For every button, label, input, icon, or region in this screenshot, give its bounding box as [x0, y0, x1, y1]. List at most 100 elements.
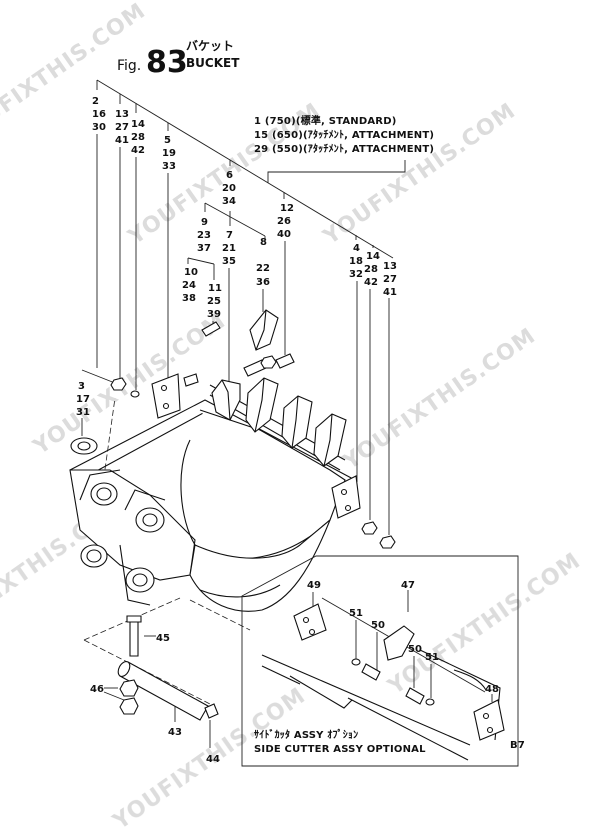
- callout-37: 37: [197, 243, 211, 254]
- bucket-teeth: [211, 309, 347, 467]
- inset-left-cutter: [293, 603, 327, 641]
- callout-2: 2: [92, 96, 99, 107]
- bucket-pin: [117, 661, 209, 721]
- callout-27-right: 27: [383, 274, 397, 285]
- tooth: [245, 377, 279, 433]
- boss-ring: [80, 544, 108, 568]
- lock-washer: [130, 390, 140, 398]
- callout-28-left: 28: [131, 132, 145, 143]
- callout-34: 34: [222, 196, 236, 207]
- boss-ring: [90, 482, 118, 506]
- inset-tooth: [383, 625, 415, 661]
- bolt: [275, 353, 295, 369]
- nut: [110, 377, 127, 391]
- title-en: BUCKET: [186, 56, 240, 70]
- callout-26: 26: [277, 216, 291, 227]
- callout-44: 44: [206, 754, 220, 765]
- variant-notes: 1 (750)(標準, STANDARD) 15 (650)(ｱﾀｯﾁﾒﾝﾄ, …: [254, 114, 434, 155]
- callout-22: 22: [256, 263, 270, 274]
- callout-48: 48: [485, 684, 499, 695]
- left-side-cutter: [151, 373, 181, 419]
- callout-13-right: 13: [383, 261, 397, 272]
- inset-caption-jp: ｻｲﾄﾞｶｯﾀ ASSY ｵﾌﾟｼｮﾝ: [254, 728, 358, 741]
- callout-21: 21: [222, 243, 236, 254]
- callout-30: 30: [92, 122, 106, 133]
- callout-46: 46: [90, 684, 104, 695]
- callout-labels: 2 16 30 13 27 41 14 28 42 5 19 33 6 20 3…: [76, 96, 397, 765]
- callout-42-left: 42: [131, 145, 145, 156]
- callout-51-lower: 51: [425, 652, 439, 663]
- callout-16: 16: [92, 109, 106, 120]
- nut: [260, 355, 277, 369]
- inset-code: B7: [510, 740, 525, 751]
- nut: [379, 535, 396, 549]
- side-cutter-parts: [70, 321, 396, 549]
- boss-ring: [135, 507, 165, 533]
- fig-number: 83: [146, 45, 188, 80]
- callout-45: 45: [156, 633, 170, 644]
- callout-38: 38: [182, 293, 196, 304]
- callout-50-upper: 50: [371, 620, 385, 631]
- callout-6: 6: [226, 170, 233, 181]
- tooth-point: [249, 309, 279, 351]
- callout-32: 32: [349, 269, 363, 280]
- note-attachment-650: 15 (650)(ｱﾀｯﾁﾒﾝﾄ, ATTACHMENT): [254, 128, 434, 141]
- callout-36: 36: [256, 277, 270, 288]
- title-jp: バケット: [186, 39, 234, 53]
- callout-41-left: 41: [115, 135, 129, 146]
- inset-lock-washer: [425, 698, 435, 706]
- callout-18: 18: [349, 256, 363, 267]
- side-cutter-inset: 49 47 51 50 50 51 48: [241, 555, 525, 767]
- callout-42-right: 42: [364, 277, 378, 288]
- nut: [361, 521, 378, 535]
- callout-43: 43: [168, 727, 182, 738]
- nut-and-washer: [119, 679, 139, 715]
- bucket-pin-group: [117, 615, 219, 721]
- leader-lines: [81, 79, 406, 748]
- right-side-cutter: [331, 475, 361, 519]
- callout-50-lower: 50: [408, 644, 422, 655]
- callout-8: 8: [260, 237, 267, 248]
- pin-bolt: [126, 615, 142, 657]
- note-attachment-550: 29 (550)(ｱﾀｯﾁﾒﾝﾄ, ATTACHMENT): [254, 142, 434, 155]
- callout-51-upper: 51: [349, 608, 363, 619]
- callout-14-left: 14: [131, 119, 145, 130]
- callout-19: 19: [162, 148, 176, 159]
- watermark-text: YOUFIXTHIS.COM: [338, 323, 540, 475]
- fig-prefix: Fig.: [117, 58, 141, 74]
- callout-31: 31: [76, 407, 90, 418]
- callout-41-right: 41: [383, 287, 397, 298]
- watermark-text: YOUFIXTHIS.COM: [28, 308, 230, 460]
- tooth: [313, 413, 347, 467]
- callout-39: 39: [207, 309, 221, 320]
- tooth: [211, 379, 241, 421]
- callout-12: 12: [280, 203, 294, 214]
- callout-27-left: 27: [115, 122, 129, 133]
- callout-11: 11: [208, 283, 222, 294]
- callout-33: 33: [162, 161, 176, 172]
- pin: [201, 321, 221, 337]
- callout-23: 23: [197, 230, 211, 241]
- callout-20: 20: [222, 183, 236, 194]
- bucket-body: [69, 384, 356, 612]
- inset-bolt: [405, 687, 425, 705]
- callout-25: 25: [207, 296, 221, 307]
- callout-9: 9: [201, 217, 208, 228]
- callout-4: 4: [353, 243, 360, 254]
- callout-28-right: 28: [364, 264, 378, 275]
- callout-17: 17: [76, 394, 90, 405]
- inset-bolt: [361, 663, 381, 681]
- callout-5: 5: [164, 135, 171, 146]
- grease-fitting: [204, 703, 219, 719]
- callout-13-left: 13: [115, 109, 129, 120]
- callout-3: 3: [78, 381, 85, 392]
- tooth: [281, 395, 313, 449]
- washer-ring: [70, 437, 98, 455]
- inset-right-cutter: [473, 699, 505, 741]
- callout-10: 10: [184, 267, 198, 278]
- callout-24: 24: [182, 280, 196, 291]
- inset-lock-washer: [351, 658, 361, 666]
- callout-14-right: 14: [366, 251, 380, 262]
- boss-ring: [125, 567, 155, 593]
